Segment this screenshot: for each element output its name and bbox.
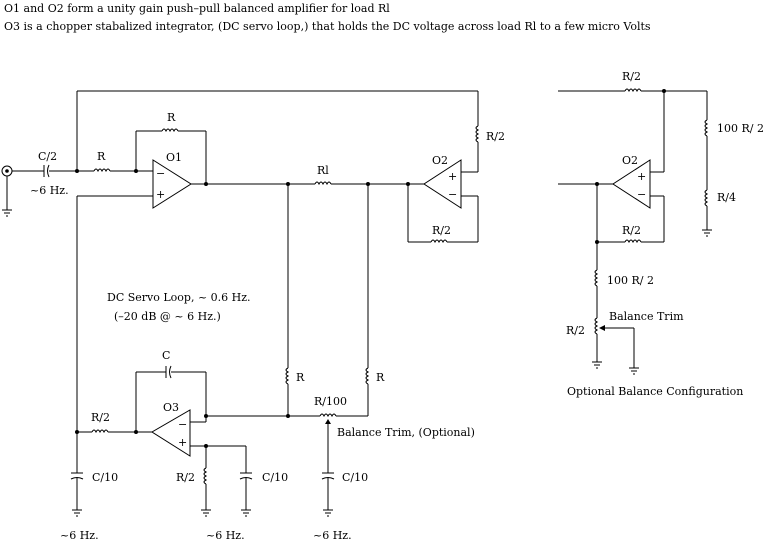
alt-label-balance-trim: Balance Trim [609, 310, 684, 323]
label-freq-a: ~6 Hz. [60, 529, 99, 542]
resistor-r-left-divider [285, 367, 290, 385]
resistor-alt-100r-half-b [594, 269, 599, 287]
servo-title: DC Servo Loop, ~ 0.6 Hz. [107, 291, 251, 304]
wiper-arrow-icon [325, 419, 331, 424]
opamp-o1: − + [152, 159, 192, 209]
resistor-r-right-divider [365, 367, 370, 385]
capacitor-c-half [43, 164, 50, 178]
servo-subtitle: (–20 dB @ ~ 6 Hz.) [114, 310, 221, 323]
label-freq-c: ~6 Hz. [313, 529, 352, 542]
capacitor-c-servo [165, 365, 172, 379]
svg-text:+: + [178, 436, 187, 449]
label-r-left-divider: R [296, 371, 305, 384]
label-c10-b: C/10 [262, 471, 288, 484]
capacitor-c10-b [239, 472, 253, 480]
label-balance-trim-optional: Balance Trim, (Optional) [337, 426, 475, 439]
label-r-half-top: R/2 [486, 130, 505, 143]
label-r-half-ground: R/2 [176, 471, 195, 484]
header-line-2: O3 is a chopper stabalized integrator, (… [4, 20, 651, 33]
resistor-alt-r-quarter [704, 189, 709, 207]
input-connector [1, 165, 13, 217]
resistor-r-100 [319, 413, 337, 418]
resistor-alt-r-half-fb [624, 239, 642, 244]
label-r-input: R [97, 150, 106, 163]
alt-label-r-half-fb: R/2 [622, 224, 641, 237]
resistor-r-half-o2 [430, 239, 448, 244]
capacitor-c10-a [70, 472, 84, 480]
opamp-o3: − + [151, 409, 191, 457]
label-r-right-divider: R [376, 371, 385, 384]
alt-label-r-half-top: R/2 [622, 70, 641, 83]
resistor-rl [314, 181, 332, 186]
alt-label-r-half-pot: R/2 [566, 324, 585, 337]
capacitor-c10-c [321, 472, 335, 480]
label-r-100: R/100 [314, 395, 347, 408]
label-r-half-o2: R/2 [432, 224, 451, 237]
alt-label-100r-half-b: 100 R/ 2 [607, 274, 654, 287]
label-c-half: C/2 [38, 150, 57, 163]
label-freq-b: ~6 Hz. [206, 529, 245, 542]
svg-text:+: + [156, 188, 165, 201]
alt-label-100r-half: 100 R/ 2 [717, 122, 764, 135]
resistor-r-half-o3 [91, 429, 109, 434]
ground-icon [72, 509, 82, 517]
label-rl: Rl [317, 164, 329, 177]
label-c-servo: C [162, 349, 170, 362]
label-r-half-o3: R/2 [91, 411, 110, 424]
resistor-r-input [93, 168, 111, 173]
label-c10-c: C/10 [342, 471, 368, 484]
resistor-r-half-top [475, 125, 480, 143]
ground-icon [629, 367, 639, 375]
opamp-alt-o2: + − [612, 159, 651, 209]
svg-text:+: + [448, 170, 457, 183]
label-freq-in: ~6 Hz. [30, 184, 69, 197]
opamp-o2: + − [423, 159, 462, 209]
resistor-r-half-ground [203, 467, 208, 485]
header-line-1: O1 and O2 form a unity gain push–pull ba… [4, 2, 390, 15]
label-o2: O2 [432, 154, 448, 167]
alt-label-o2: O2 [622, 154, 638, 167]
ground-icon [241, 509, 251, 517]
label-o3: O3 [163, 401, 179, 414]
potentiometer-balance-trim [594, 317, 605, 335]
svg-text:−: − [637, 188, 646, 201]
svg-text:+: + [637, 170, 646, 183]
resistor-alt-r-half-top [624, 88, 642, 93]
ground-icon [592, 361, 602, 369]
label-c10-a: C/10 [92, 471, 118, 484]
svg-text:−: − [156, 167, 165, 180]
ground-icon [702, 229, 712, 237]
ground-icon [201, 509, 211, 517]
alt-label-r-quarter: R/4 [717, 191, 736, 204]
ground-icon [323, 509, 333, 517]
resistor-alt-100r-half [704, 119, 709, 137]
label-o1: O1 [166, 151, 182, 164]
alt-caption: Optional Balance Configuration [567, 385, 743, 398]
label-r-feedback: R [167, 111, 176, 124]
resistor-r-feedback-o1 [161, 128, 179, 133]
svg-text:−: − [448, 188, 457, 201]
svg-text:−: − [178, 418, 187, 431]
